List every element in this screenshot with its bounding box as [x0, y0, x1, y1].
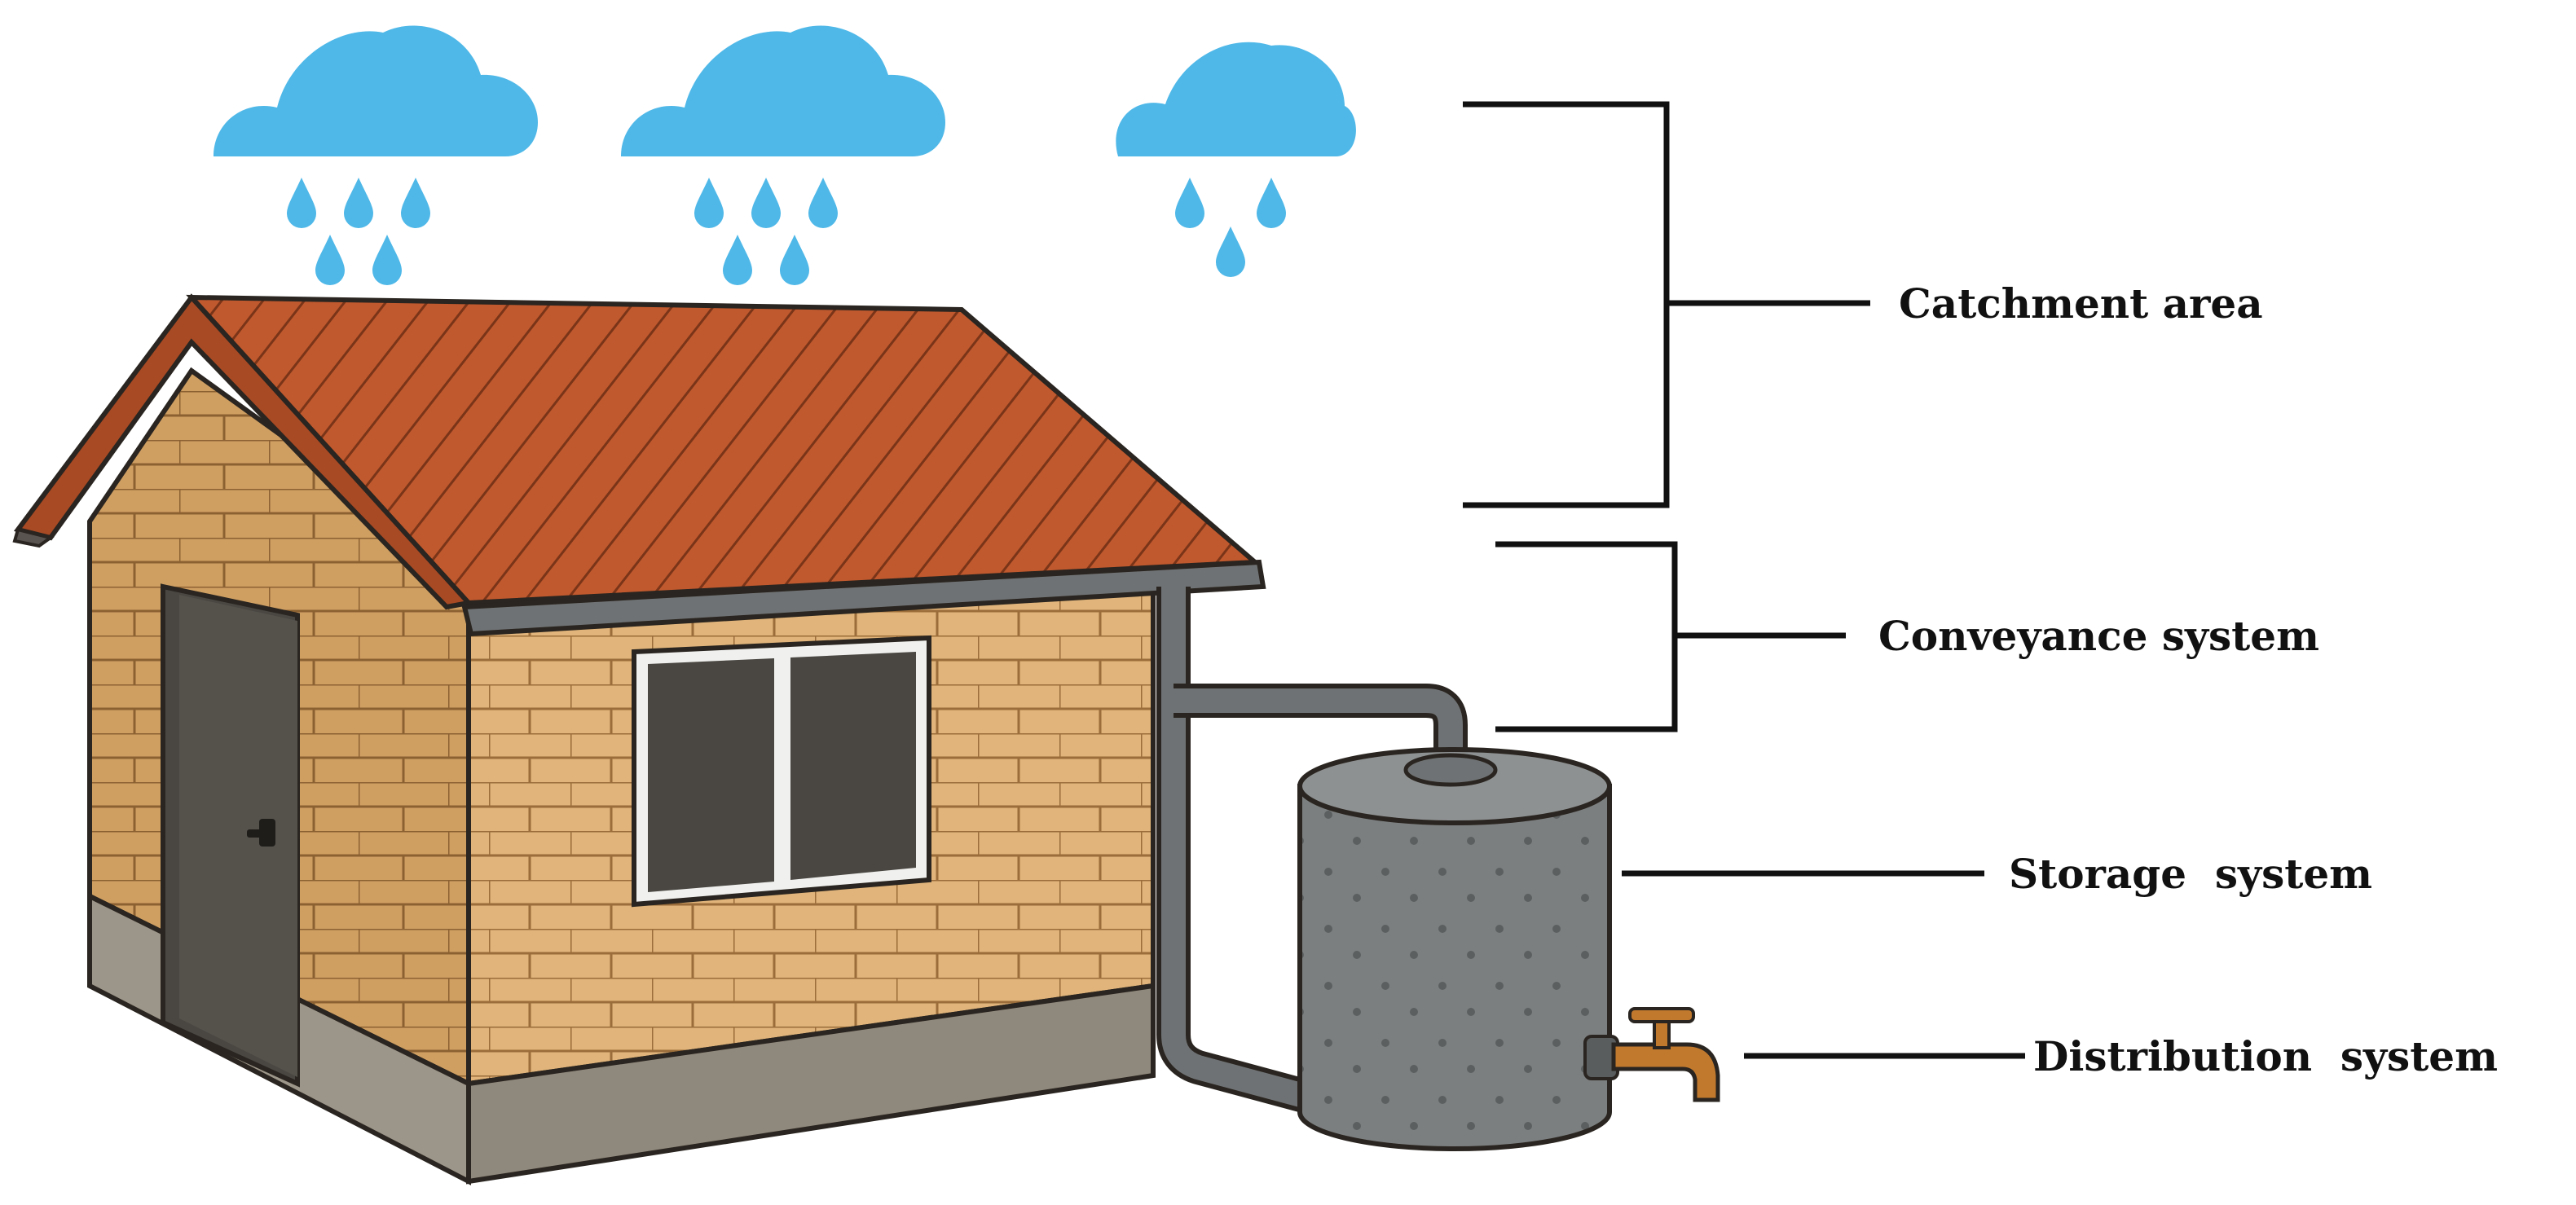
- catchment-bracket: [1463, 101, 1870, 508]
- window-icon: [632, 635, 931, 908]
- rain-cloud-icon-2: [621, 25, 945, 285]
- downpipe-icon: [1156, 587, 1468, 1113]
- conveyance-system-label: Conveyance system: [1878, 612, 2319, 660]
- storage-system-label: Storage system: [2009, 850, 2372, 898]
- house-icon: [12, 293, 1266, 1185]
- storage-tank-icon: [1297, 747, 1612, 1151]
- conveyance-bracket: [1495, 541, 1846, 732]
- distribution-system-label: Distribution system: [2033, 1032, 2498, 1080]
- catchment-area-label: Catchment area: [1899, 279, 2263, 328]
- rain-cloud-icon-1: [214, 25, 538, 285]
- faucet-icon: [1583, 1007, 1720, 1102]
- gutter-icon: [461, 559, 1266, 637]
- rain-cloud-icon-3: [1116, 42, 1356, 277]
- door-icon: [161, 583, 300, 1088]
